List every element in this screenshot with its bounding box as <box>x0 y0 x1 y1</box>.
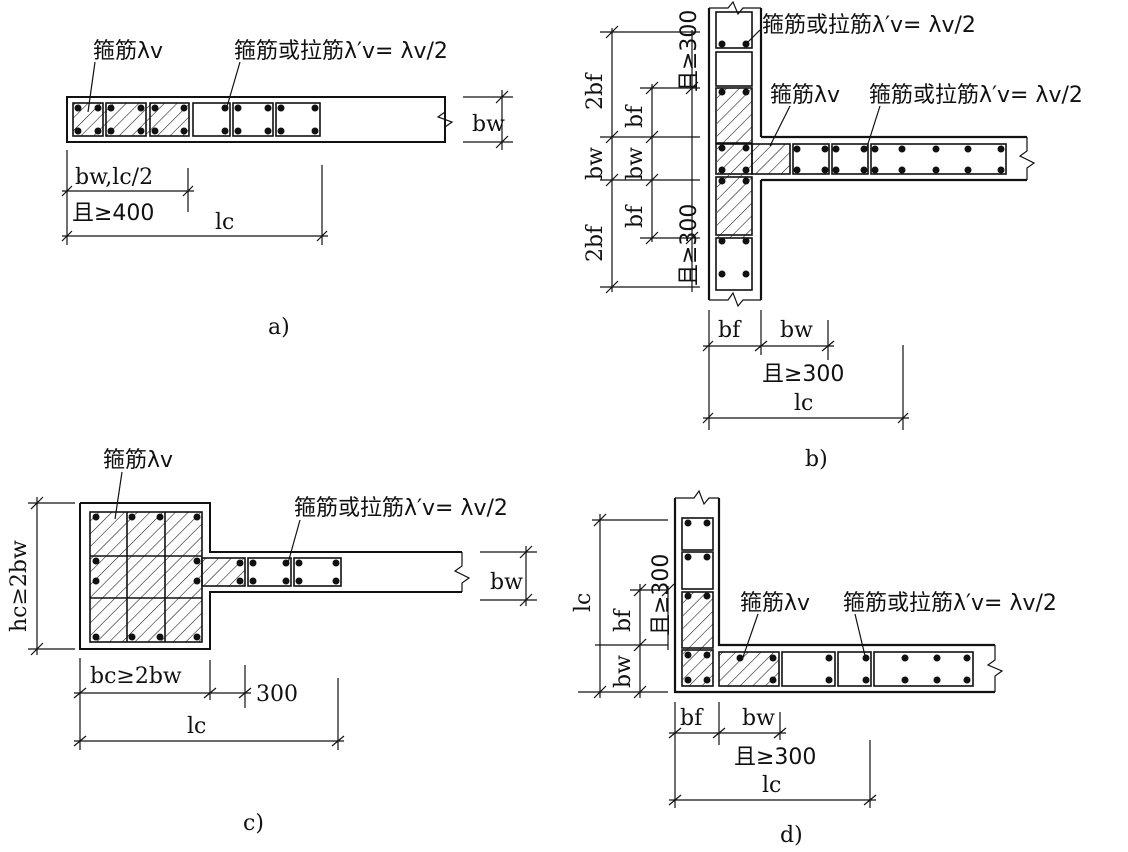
dim-300-c: 300 <box>256 682 298 707</box>
caption-b: b) <box>805 447 828 472</box>
dim-bf-h-b: bf <box>718 318 742 343</box>
label-tie-d: 箍筋或拉筋λ′v= λv/2 <box>843 591 1057 616</box>
panel-d: 箍筋λv 箍筋或拉筋λ′v= λv/2 lc 且≥300 bf bw bf <box>571 489 1057 848</box>
dim-lc-v-d: lc <box>571 593 596 612</box>
rebar-a <box>74 104 319 135</box>
dim-lc-h-d: lc <box>762 773 781 798</box>
label-tie-top-b: 箍筋或拉筋λ′v= λv/2 <box>762 13 976 38</box>
panel-c: 箍筋λv 箍筋或拉筋λ′v= λv/2 hc≥2bw bw bc≥2bw 300… <box>7 448 537 836</box>
label-tie-b: 箍筋或拉筋λ′v= λv/2 <box>869 83 1083 108</box>
caption-a: a) <box>268 315 290 340</box>
label-stirrup-a: 箍筋λv <box>93 39 163 64</box>
dim-bw-left-b: bw <box>583 147 608 180</box>
panel-a: 箍筋λv 箍筋或拉筋λ′v= λv/2 bw bw,lc/2 且≥400 lc … <box>61 39 513 340</box>
hatch-a <box>73 103 189 136</box>
dim-ge400-a: 且≥400 <box>72 201 154 226</box>
rebar-b <box>718 40 1005 278</box>
label-stirrup-d: 箍筋λv <box>740 591 810 616</box>
dim-ge300-bottom-b: 且≥300 <box>677 204 702 286</box>
break-line-a <box>436 97 454 142</box>
label-tie-a: 箍筋或拉筋λ′v= λv/2 <box>234 39 448 64</box>
dim-lc-a: lc <box>215 210 234 235</box>
dim-bw-v-d: bw <box>611 655 636 688</box>
dim-ge300-h-b: 且≥300 <box>762 362 844 387</box>
dim-hc-c: hc≥2bw <box>7 540 32 632</box>
dim-bc-c: bc≥2bw <box>90 664 182 689</box>
hatch-b-horizontal <box>752 144 790 174</box>
label-stirrup-b: 箍筋λv <box>770 83 840 108</box>
dim-bf-top-b: bf <box>623 104 648 128</box>
dim-bw-a: bw <box>472 112 505 137</box>
label-tie-c: 箍筋或拉筋λ′v= λv/2 <box>294 496 508 521</box>
hatch-d-horizontal <box>719 652 779 686</box>
label-stirrup-c: 箍筋λv <box>103 448 173 473</box>
dim-ge300-h-d: 且≥300 <box>734 745 816 770</box>
dim-ge300-top-b: 且≥300 <box>677 10 702 92</box>
dim-lc-b: lc <box>794 391 813 416</box>
dim-bf-h-d: bf <box>680 706 704 731</box>
hatch-c-column <box>90 512 202 642</box>
caption-c: c) <box>243 811 264 836</box>
panel-b: 箍筋或拉筋λ′v= λv/2 箍筋λv 箍筋或拉筋λ′v= λv/2 2bf b… <box>583 0 1083 472</box>
dim-ge300-v-d: 且≥300 <box>649 554 674 636</box>
rebar-c <box>92 513 340 641</box>
dim-bw-h-d: bw <box>742 706 775 731</box>
dim-bw-lc2-a: bw,lc/2 <box>75 165 153 190</box>
dim-2bf-top-b: 2bf <box>583 72 608 110</box>
hatch-d-vertical <box>683 592 713 686</box>
dim-bf-bottom-b: bf <box>623 204 648 228</box>
rebar-d <box>684 519 971 684</box>
dim-bw-mid-b: bw <box>623 147 648 180</box>
hatch-b-vertical <box>717 88 752 238</box>
dim-bw-h-b: bw <box>780 318 813 343</box>
dim-lc-c: lc <box>187 714 206 739</box>
caption-d: d) <box>780 823 803 848</box>
dim-bf-v-d: bf <box>611 608 636 632</box>
dim-2bf-bottom-b: 2bf <box>583 224 608 262</box>
dim-bw-c: bw <box>490 570 523 595</box>
